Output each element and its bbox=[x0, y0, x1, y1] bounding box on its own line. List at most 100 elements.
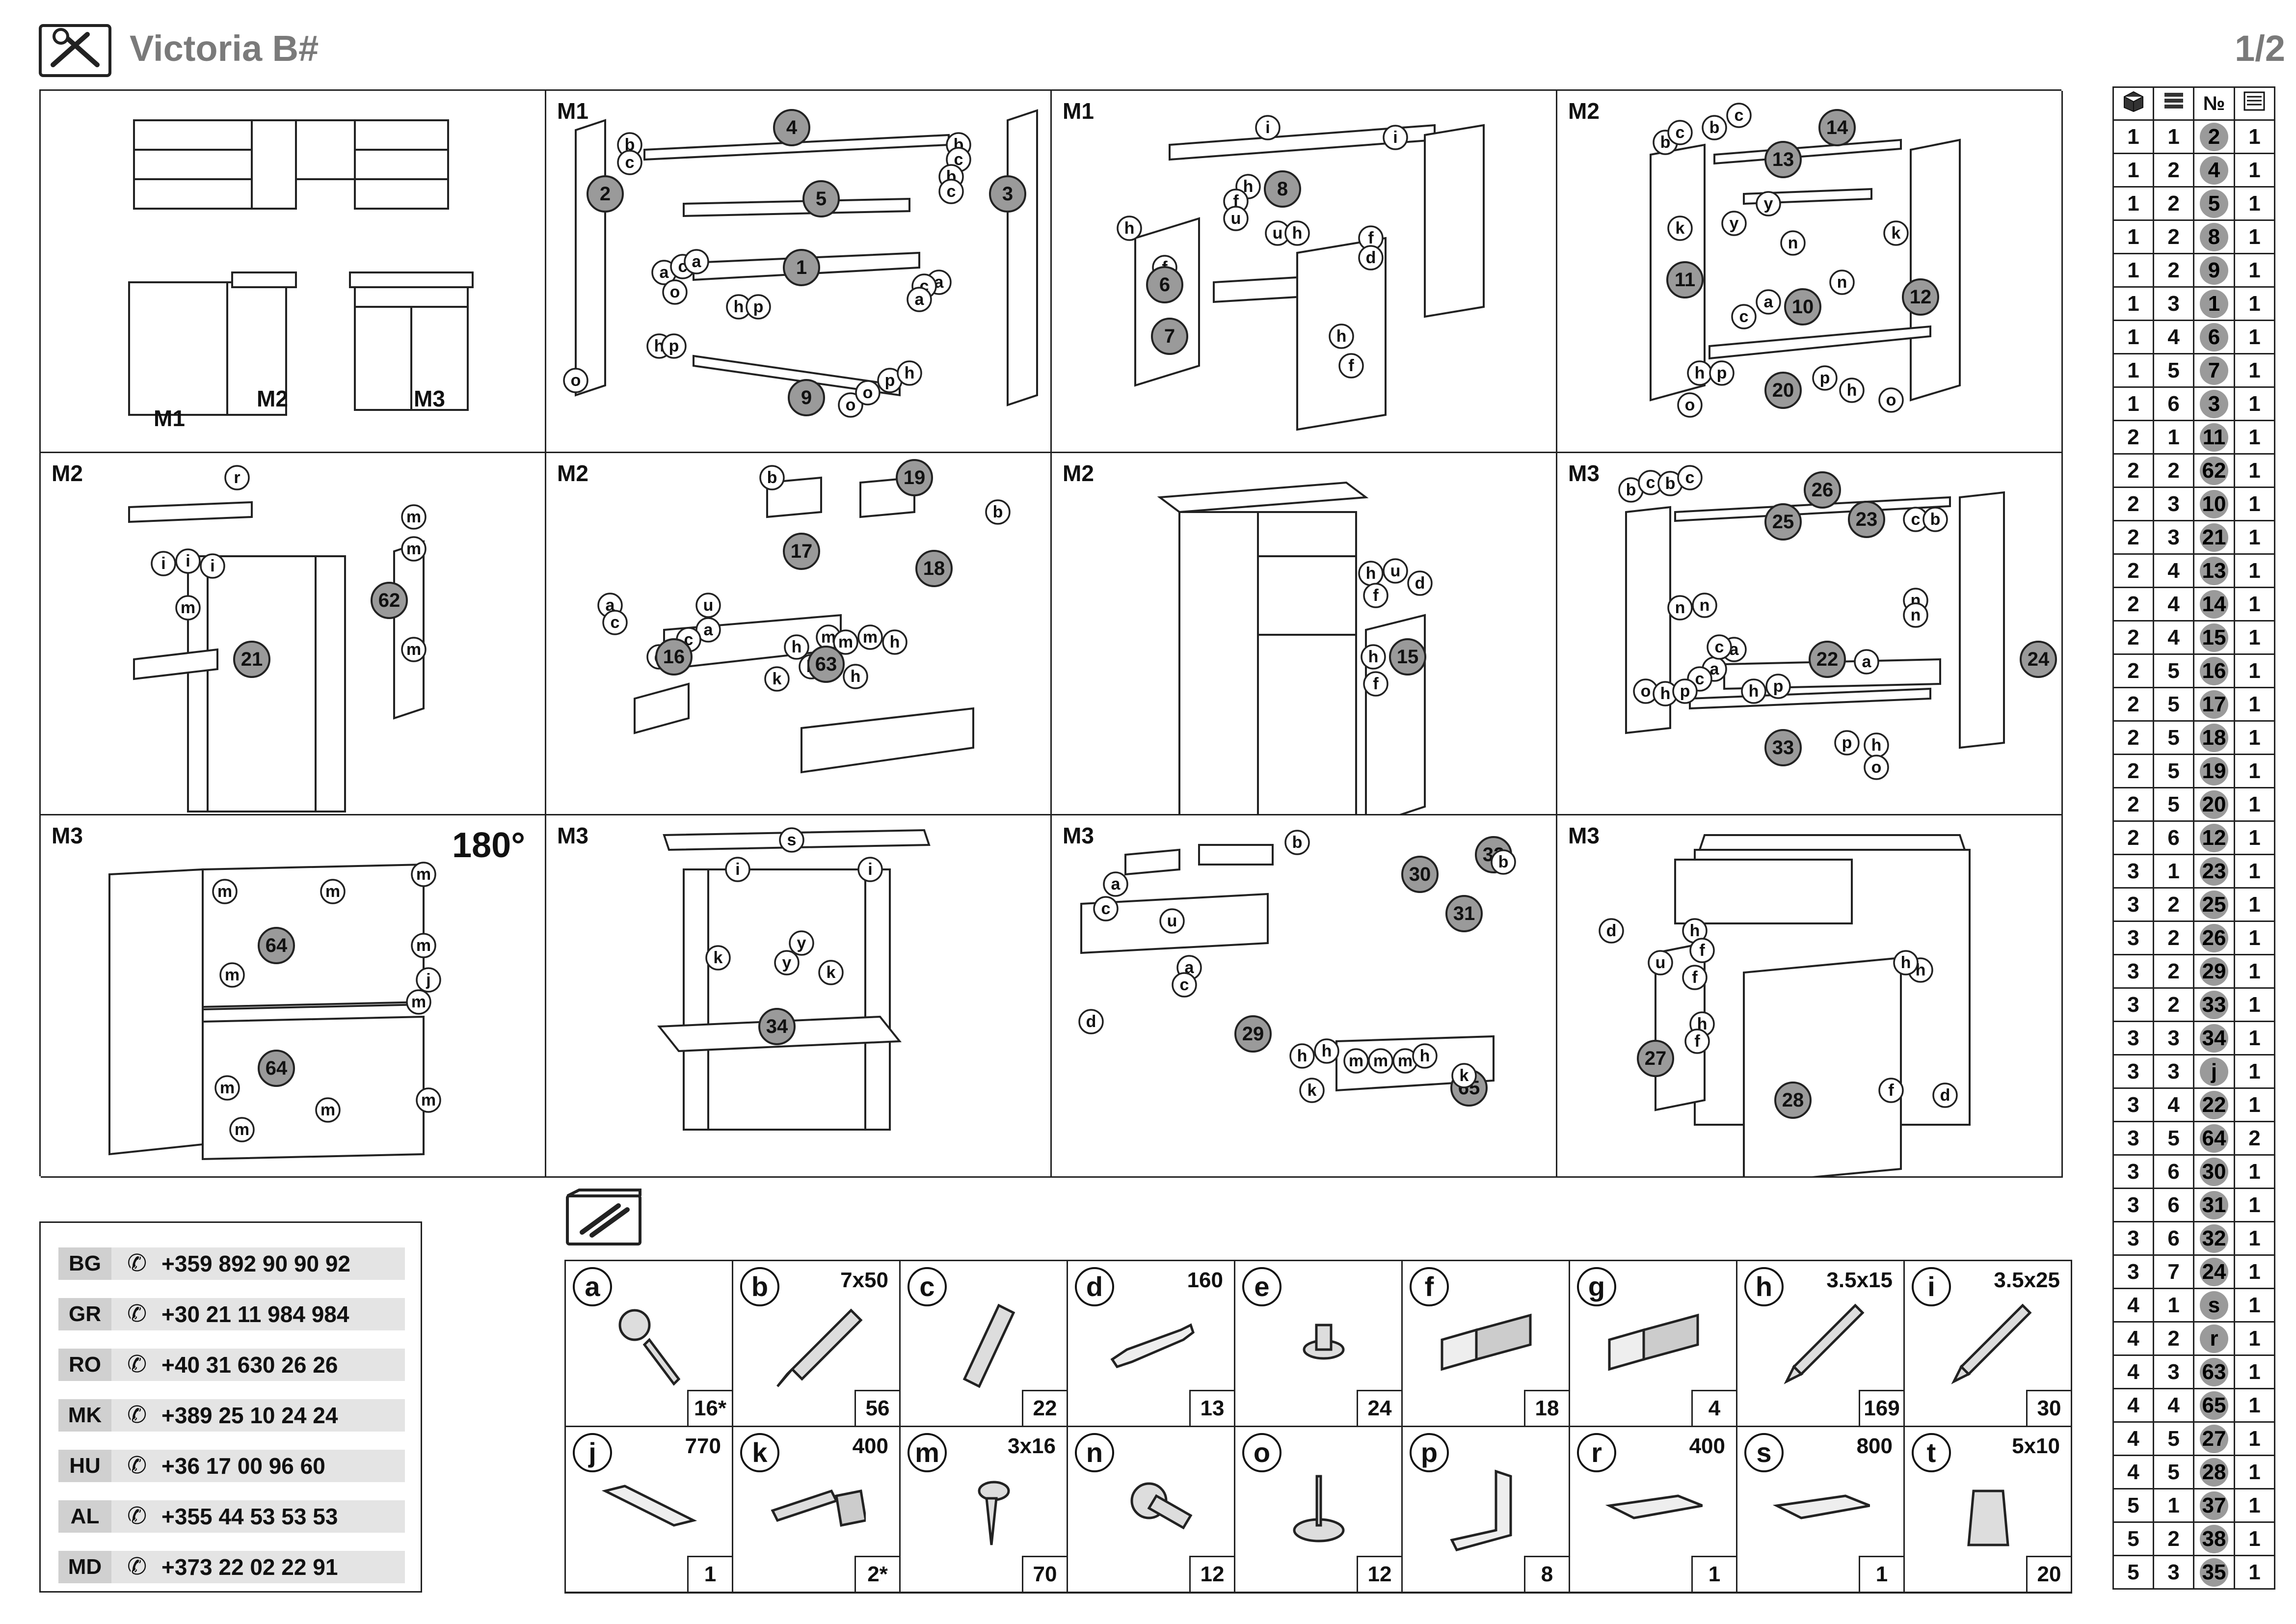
contact-row: MK✆+389 25 10 24 24 bbox=[58, 1399, 405, 1432]
hardware-callout: k bbox=[1883, 220, 1909, 246]
callout-label: h bbox=[734, 298, 744, 316]
hardware-callout: h bbox=[1741, 678, 1766, 704]
callout-label: k bbox=[773, 670, 782, 688]
hardware-callout: f bbox=[1363, 583, 1388, 608]
shelf-pin-icon bbox=[1130, 1482, 1193, 1530]
callout-label: m bbox=[1398, 1052, 1413, 1070]
callout-label: h bbox=[905, 364, 915, 382]
hardware-callout: h bbox=[1412, 1043, 1438, 1069]
layer-number: 6 bbox=[2153, 386, 2195, 421]
assembly-drawing bbox=[128, 119, 474, 416]
hardware-callout: u bbox=[1648, 950, 1673, 975]
part-number: 33 bbox=[2193, 987, 2235, 1022]
hardware-callout: h bbox=[1908, 957, 1933, 983]
hardware-callout: o bbox=[662, 279, 688, 305]
hardware-size: 7x50 bbox=[840, 1268, 888, 1292]
hardware-callout: n bbox=[1692, 593, 1717, 618]
callout-label: d bbox=[1606, 921, 1617, 940]
part-quantity: 1 bbox=[2233, 1221, 2276, 1256]
callout-label: c bbox=[1695, 670, 1705, 688]
part-quantity: 1 bbox=[2233, 820, 2276, 855]
part-number: 22 bbox=[2193, 1087, 2235, 1122]
part-callout: 64 bbox=[258, 1050, 295, 1087]
part-quantity: 1 bbox=[2233, 1321, 2276, 1356]
callout-label: h bbox=[1695, 364, 1705, 382]
part-number: 28 bbox=[2193, 1455, 2235, 1489]
part-callout: 17 bbox=[783, 533, 820, 570]
layer-number: 2 bbox=[2153, 1321, 2195, 1356]
rail bbox=[1713, 138, 1902, 165]
shelf bbox=[133, 648, 218, 680]
part-number: 21 bbox=[2193, 520, 2235, 555]
callout-label: u bbox=[1273, 224, 1283, 243]
callout-label: b bbox=[1660, 133, 1671, 152]
part-number: 24 bbox=[2193, 1254, 2235, 1289]
callout-label: k bbox=[1308, 1081, 1317, 1100]
right-door bbox=[1743, 956, 1902, 1176]
step-module-label: M2 bbox=[1063, 460, 1094, 486]
base-cabinet-m2 bbox=[226, 281, 287, 416]
hardware-letter: p bbox=[1410, 1433, 1449, 1472]
worktop-icon bbox=[1772, 1494, 1870, 1519]
callout-label: 20 bbox=[1772, 379, 1794, 401]
callout-label: n bbox=[1675, 598, 1685, 617]
hardware-size: 400 bbox=[1689, 1434, 1725, 1458]
hardware-callout: f bbox=[1878, 1078, 1904, 1103]
back-panel bbox=[393, 540, 425, 720]
phone-number: +40 31 630 26 26 bbox=[161, 1352, 338, 1378]
part-callout: 15 bbox=[1389, 638, 1426, 676]
part-number: 64 bbox=[2193, 1121, 2235, 1156]
part-quantity: 1 bbox=[2233, 1188, 2276, 1222]
phone-number: +36 17 00 96 60 bbox=[161, 1453, 325, 1479]
hardware-quantity: 2* bbox=[854, 1556, 899, 1592]
hardware-callout: i bbox=[1255, 115, 1281, 140]
step-module-label: M3 bbox=[1063, 823, 1094, 848]
hardware-callout: y bbox=[789, 930, 814, 956]
layer-number: 3 bbox=[2153, 286, 2195, 321]
callout-label: 4 bbox=[786, 117, 798, 138]
layer-number: 3 bbox=[2153, 1054, 2195, 1089]
layer-number: 1 bbox=[2153, 420, 2195, 455]
part-callout: 19 bbox=[896, 459, 933, 496]
drawer-back bbox=[766, 476, 822, 518]
rotation-label: 180° bbox=[452, 826, 525, 865]
shelf bbox=[1213, 276, 1298, 303]
box-number: 5 bbox=[2112, 1555, 2155, 1590]
hardware-callout: y bbox=[1756, 191, 1781, 217]
hardware-callout: i bbox=[1383, 125, 1408, 150]
hardware-size: 3.5x15 bbox=[1826, 1268, 1893, 1292]
step-module-label: M3 bbox=[52, 823, 83, 848]
callout-label: o bbox=[863, 383, 873, 402]
hardware-callout: f bbox=[1684, 1029, 1710, 1054]
hardware-callout: n bbox=[1829, 270, 1855, 295]
hardware-callout: f bbox=[1689, 938, 1715, 963]
callout-label: 6 bbox=[1159, 274, 1170, 296]
step-module-label: M2 bbox=[557, 460, 588, 486]
callout-label: u bbox=[1655, 953, 1666, 972]
step-module-label: M3 bbox=[1568, 460, 1600, 486]
callout-label: m bbox=[421, 1091, 436, 1110]
box-number: 2 bbox=[2112, 653, 2155, 688]
layer-number: 4 bbox=[2153, 620, 2195, 655]
plinth bbox=[693, 354, 901, 397]
layer-number: 3 bbox=[2153, 520, 2195, 555]
layer-number: 6 bbox=[2153, 820, 2195, 855]
hardware-callout: c bbox=[1172, 972, 1197, 998]
hardware-size: 160 bbox=[1187, 1268, 1223, 1292]
